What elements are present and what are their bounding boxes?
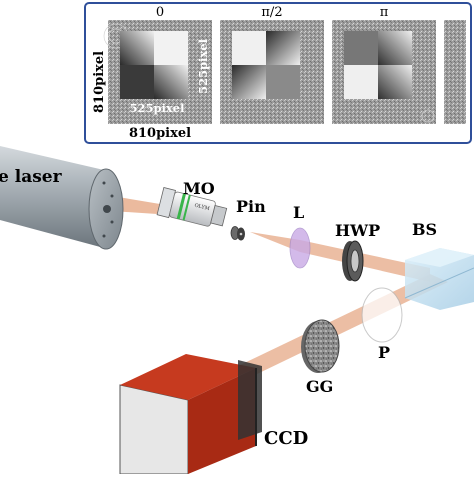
dim-width-label: 810pixel [129,126,191,141]
phase-label-0: 0 [156,5,164,20]
svg-text:OLYM: OLYM [194,203,211,213]
bs-label: BS [412,220,437,239]
half-wave-plate [342,240,364,282]
ground-glass [301,319,340,373]
pinhole [230,226,245,241]
beam-laser-to-mo [112,196,172,215]
phase-panel-pi-half [220,20,324,124]
ccd-lens-plate [238,360,262,440]
polarizer [361,287,403,343]
hwp-label: HWP [335,221,380,240]
laser-beams [112,196,448,375]
dim-height-label: 810pixel [92,51,107,113]
phase-inset: 0 π/2 π 810pixel 810pixel 525pixel 525pi… [84,2,472,144]
phase-panel-pi [332,20,436,124]
gg-label: GG [306,377,333,396]
inner-height-label: 525pixel [196,38,210,94]
phase-mask [344,31,412,99]
pin-label: Pin [236,197,266,216]
phase-panel-0 [103,20,212,124]
ccd-top [120,354,256,400]
microscope-objective: OLYM [156,187,228,227]
lens-label: L [293,203,304,222]
phase-label-pi: π [380,5,389,20]
lens [289,227,311,269]
beam-splitter [404,248,474,310]
ccd-camera [119,354,262,475]
phase-mask [120,31,188,99]
polarizer-label: P [378,343,390,362]
ccd-front [119,384,189,475]
phase-mask [232,31,300,99]
phase-label-pi-half: π/2 [261,5,282,20]
inner-width-label: 525pixel [130,101,186,115]
mo-label: MO [183,179,215,198]
ccd-label: CCD [264,428,308,449]
laser: e laser [0,146,124,250]
panel-edge-noise [444,20,466,124]
laser-label: e laser [0,167,63,187]
